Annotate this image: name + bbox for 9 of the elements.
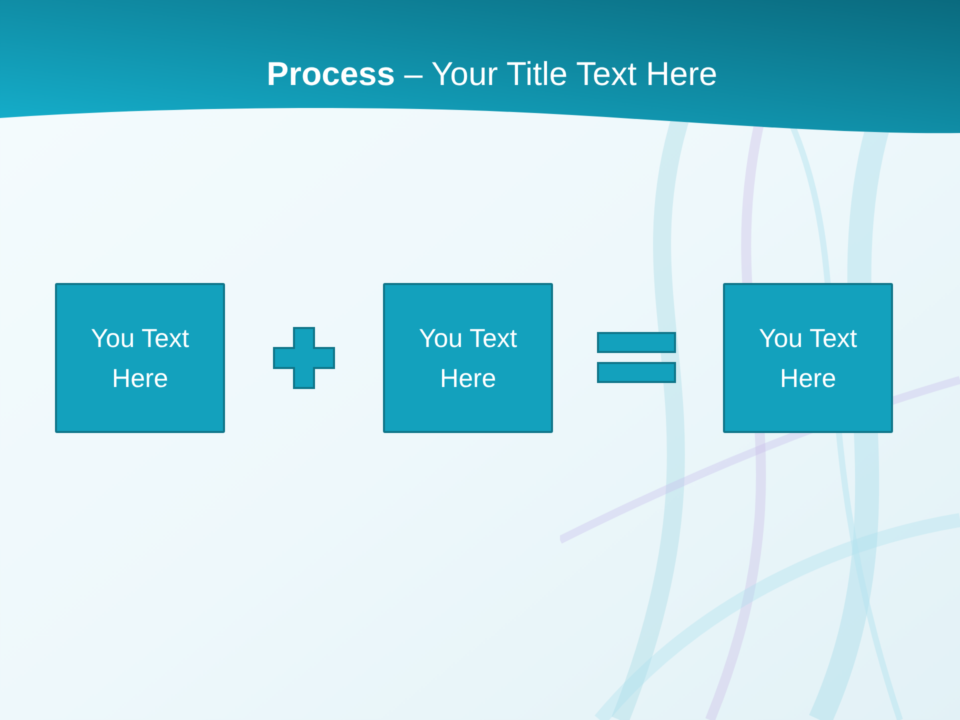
plus-sign bbox=[273, 327, 335, 389]
process-box bbox=[383, 283, 553, 433]
process-box bbox=[55, 283, 225, 433]
process-box bbox=[723, 283, 893, 433]
box-text: You Text Here bbox=[758, 322, 858, 395]
box-text: You Text Here bbox=[418, 322, 518, 395]
equals-sign bbox=[597, 332, 676, 383]
box-text: You Text Here bbox=[90, 322, 190, 395]
slide-title: Process – Your Title Text Here bbox=[266, 54, 718, 94]
